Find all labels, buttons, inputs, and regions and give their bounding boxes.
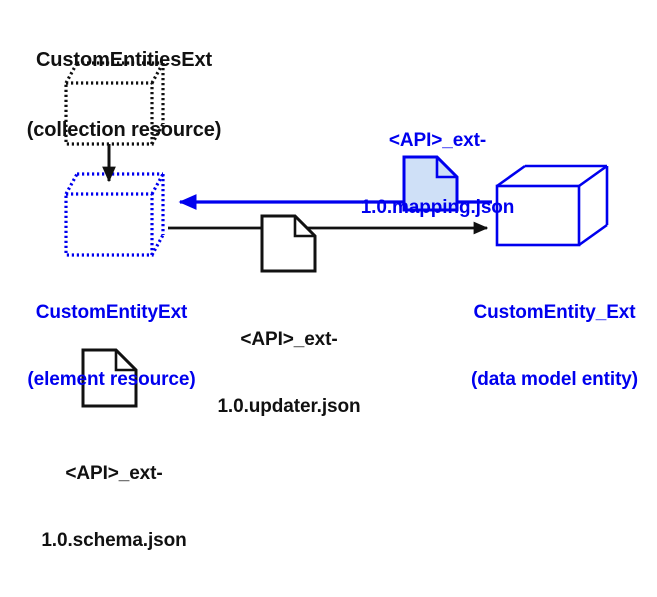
cube-element-resource: [64, 172, 165, 257]
label-data-model-entity: CustomEntity_Ext (data model entity): [452, 258, 657, 436]
label-updater-json-line2: 1.0.updater.json: [217, 396, 361, 418]
diagram-svg: [64, 61, 609, 408]
label-updater-json-line1: <API>_ext-: [240, 329, 338, 351]
document-schema-json: [81, 348, 138, 408]
label-schema-json-line1: <API>_ext-: [65, 463, 163, 485]
label-mapping-json-line1: <API>_ext-: [388, 130, 487, 152]
label-collection-resource: CustomEntitiesExt (collection resource): [8, 2, 240, 189]
label-data-model-entity-line2: (data model entity): [470, 369, 638, 391]
label-schema-json: <API>_ext- 1.0.schema.json: [14, 419, 214, 597]
document-updater-json: [260, 214, 317, 273]
label-element-resource: CustomEntityExt (element resource): [4, 258, 219, 436]
diagram-canvas: CustomEntitiesExt (collection resource) …: [4, 2, 657, 551]
label-mapping-json-line2: 1.0.mapping.json: [360, 197, 515, 219]
label-element-resource-line2: (element resource): [27, 369, 196, 391]
label-updater-json: <API>_ext- 1.0.updater.json: [196, 285, 382, 463]
label-mapping-json: <API>_ext- 1.0.mapping.json: [330, 86, 545, 264]
label-collection-resource-line1: CustomEntitiesExt: [35, 48, 213, 71]
label-element-resource-line1: CustomEntityExt: [35, 302, 188, 324]
document-mapping-json: [402, 155, 459, 212]
label-data-model-entity-line1: CustomEntity_Ext: [473, 302, 636, 324]
cube-data-model-entity: [495, 164, 609, 247]
label-collection-resource-line2: (collection resource): [26, 118, 222, 141]
label-schema-json-line2: 1.0.schema.json: [41, 530, 187, 552]
